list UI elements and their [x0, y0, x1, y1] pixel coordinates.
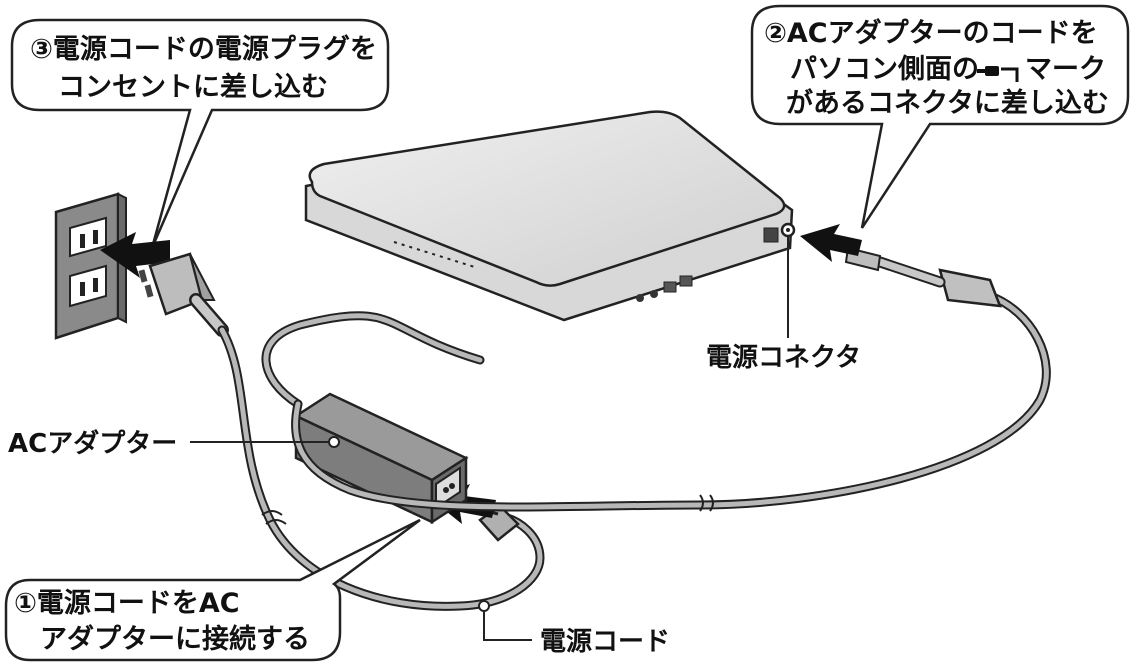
callout-step2-line3: があるコネクタに差し込む [786, 87, 1109, 119]
power-plug [138, 252, 229, 337]
label-power-connector: 電源コネクタ [706, 236, 861, 373]
dc-cable [261, 246, 1051, 512]
callout-step2-line2-after: マーク [1025, 54, 1106, 85]
callout-step3-line2: コンセントに差し込む [58, 71, 328, 103]
laptop-insert-arrow-icon [800, 224, 862, 262]
power-connector-label: 電源コネクタ [706, 343, 861, 373]
callout-step2-line2: パソコン側面の マーク [790, 54, 1106, 85]
insert-arrow-icon [100, 232, 170, 278]
callout-step1-line1: ①電源コードをAC [14, 588, 240, 619]
callout-step2: ②ACアダプターのコードを パソコン側面の マーク があるコネクタに差し込む [750, 4, 1130, 229]
dc-in-mark-icon [977, 66, 1019, 82]
wall-outlet [54, 192, 127, 340]
power-cord-label: 電源コード [540, 627, 670, 657]
laptop [304, 110, 796, 322]
callout-step3: ③電源コードの電源プラグを コンセントに差し込む [10, 18, 390, 249]
callout-step3-line1: ③電源コードの電源プラグを [30, 33, 377, 65]
label-ac-adapter: ACアダプター [8, 428, 340, 459]
callout-step1-line2: アダプターに接続する [40, 623, 310, 655]
label-power-cord: 電源コード [478, 600, 670, 657]
callout-step2-line1: ②ACアダプターのコードを [764, 17, 1098, 49]
callout-step2-line2-text: パソコン側面の [790, 54, 979, 85]
callout-step1: ①電源コードをAC アダプターに接続する [4, 518, 421, 662]
ac-adapter-label: ACアダプター [8, 428, 177, 459]
